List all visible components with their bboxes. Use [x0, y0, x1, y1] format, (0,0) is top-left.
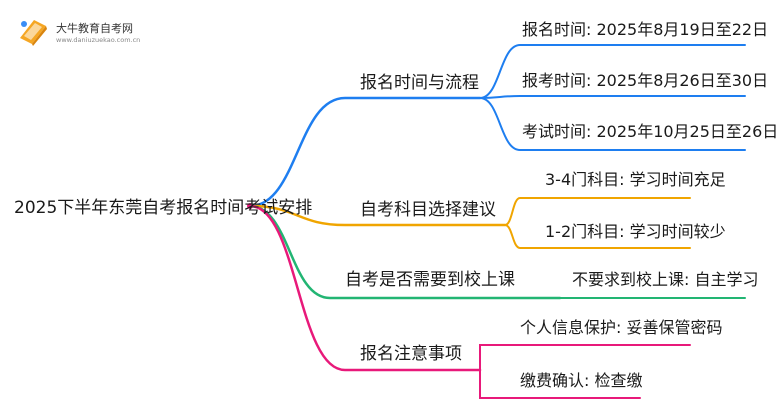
leaf-label: 个人信息保护: 妥善保管密码 [520, 318, 723, 337]
mindmap-canvas: 大牛教育自考网 www.daniuzuekao.com.cn 2025下半年东莞… [14, 14, 778, 399]
leaf-label: 1-2门科目: 学习时间较少 [545, 222, 726, 241]
leaf-connector [479, 344, 691, 371]
root-topic: 2025下半年东莞自考报名时间考试安排 [14, 198, 313, 218]
leaf-connector [504, 197, 691, 226]
branch-label: 报名时间与流程 [360, 73, 479, 93]
branch-label: 自考科目选择建议 [360, 200, 496, 220]
leaf-label: 缴费确认: 检查缴 [520, 371, 643, 390]
branch-label: 自考是否需要到校上课 [345, 270, 515, 290]
book-icon [20, 20, 47, 46]
leaf-label: 3-4门科目: 学习时间充足 [545, 170, 726, 189]
leaf-connector [479, 97, 746, 151]
mindmap-connectors [247, 44, 746, 399]
branch-connector [248, 204, 482, 372]
branch-label: 报名注意事项 [360, 344, 462, 364]
leaf-connector [479, 369, 641, 399]
leaf-label: 考试时间: 2025年10月25日至26日 [522, 122, 778, 141]
leaf-connector [479, 44, 746, 99]
leaf-label: 报名时间: 2025年8月19日至22日 [522, 20, 769, 39]
leaf-label: 不要求到校上课: 自主学习 [572, 270, 759, 289]
site-url: www.daniuzuekao.com.cn [56, 36, 141, 44]
root-anchor-dot [247, 203, 253, 209]
leaf-label: 报考时间: 2025年8月26日至30日 [522, 71, 769, 90]
branch-connector [248, 204, 507, 227]
branch-connector [248, 96, 482, 208]
site-logo: 大牛教育自考网 www.daniuzuekao.com.cn [16, 14, 146, 48]
leaf-connector [504, 224, 691, 249]
leaf-connector [479, 95, 746, 99]
site-name: 大牛教育自考网 [56, 22, 133, 35]
